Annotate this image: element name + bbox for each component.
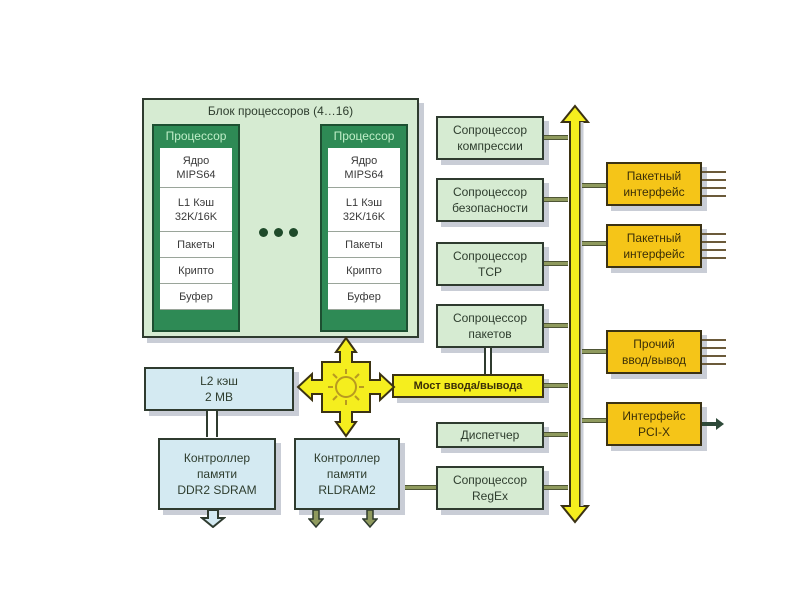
bus-connector xyxy=(544,383,568,388)
bus-connector xyxy=(544,485,568,490)
bus-connector xyxy=(582,349,606,354)
l2-to-ddr2-connector xyxy=(206,411,218,437)
pci-x-interface: Интерфейс PCI-X xyxy=(606,402,702,446)
processor-n: Процессор Ядро MIPS64 L1 Кэш 32K/16K Пак… xyxy=(320,124,408,332)
dispatcher: Диспетчер xyxy=(436,422,544,448)
processor-buffer-cell: Буфер xyxy=(328,284,400,310)
processor-block: Блок процессоров (4…16) Процессор Ядро M… xyxy=(142,98,419,338)
bus-connector xyxy=(544,261,568,266)
packet-coprocessor: Сопроцессор пакетов xyxy=(436,304,544,348)
processor-1: Процессор Ядро MIPS64 L1 Кэш 32K/16K Пак… xyxy=(152,124,240,332)
bus-connector xyxy=(544,197,568,202)
crossbar-sun-icon xyxy=(296,336,396,438)
io-bridge: Мост ввода/вывода xyxy=(392,374,544,398)
ddr2-memory-controller: Контроллер памяти DDR2 SDRAM xyxy=(158,438,276,510)
bus-connector xyxy=(544,432,568,437)
ddr2-down-arrow-icon xyxy=(200,510,226,528)
processor-crypto-cell: Крипто xyxy=(328,258,400,284)
security-coprocessor: Сопроцессор безопасности xyxy=(436,178,544,222)
processor-crypto-cell: Крипто xyxy=(160,258,232,284)
rldram2-memory-controller: Контроллер памяти RLDRAM2 xyxy=(294,438,400,510)
processor-header: Процессор xyxy=(333,129,395,143)
rldram-to-regex-connector xyxy=(400,485,436,490)
regex-coprocessor: Сопроцессор RegEx xyxy=(436,466,544,510)
packet-to-bridge-connector xyxy=(484,348,492,374)
processor-l1-cache-cell: L1 Кэш 32K/16K xyxy=(160,188,232,232)
processor-core-cell: Ядро MIPS64 xyxy=(160,148,232,188)
ellipsis-icon xyxy=(256,224,306,240)
rldram-down-arrow-icon xyxy=(308,510,324,528)
processor-packets-cell: Пакеты xyxy=(160,232,232,258)
processor-block-title: Блок процессоров (4…16) xyxy=(207,104,354,118)
rldram-down-arrow-icon xyxy=(362,510,378,528)
packet-interface-1: Пакетный интерфейс xyxy=(606,162,702,206)
other-io-interface: Прочий ввод/вывод xyxy=(606,330,702,374)
bus-connector xyxy=(544,323,568,328)
bus-connector xyxy=(582,183,606,188)
l2-cache: L2 кэш 2 MB xyxy=(144,367,294,411)
tcp-coprocessor: Сопроцессор TCP xyxy=(436,242,544,286)
processor-buffer-cell: Буфер xyxy=(160,284,232,310)
bus-connector xyxy=(582,241,606,246)
interface-output-pins-icon xyxy=(702,171,726,430)
bus-connector xyxy=(582,418,606,423)
processor-core-cell: Ядро MIPS64 xyxy=(328,148,400,188)
processor-header: Процессор xyxy=(165,129,227,143)
processor-l1-cache-cell: L1 Кэш 32K/16K xyxy=(328,188,400,232)
compression-coprocessor: Сопроцессор компрессии xyxy=(436,116,544,160)
bus-arrow-icon xyxy=(560,104,590,524)
processor-packets-cell: Пакеты xyxy=(328,232,400,258)
packet-interface-2: Пакетный интерфейс xyxy=(606,224,702,268)
bus-connector xyxy=(544,135,568,140)
